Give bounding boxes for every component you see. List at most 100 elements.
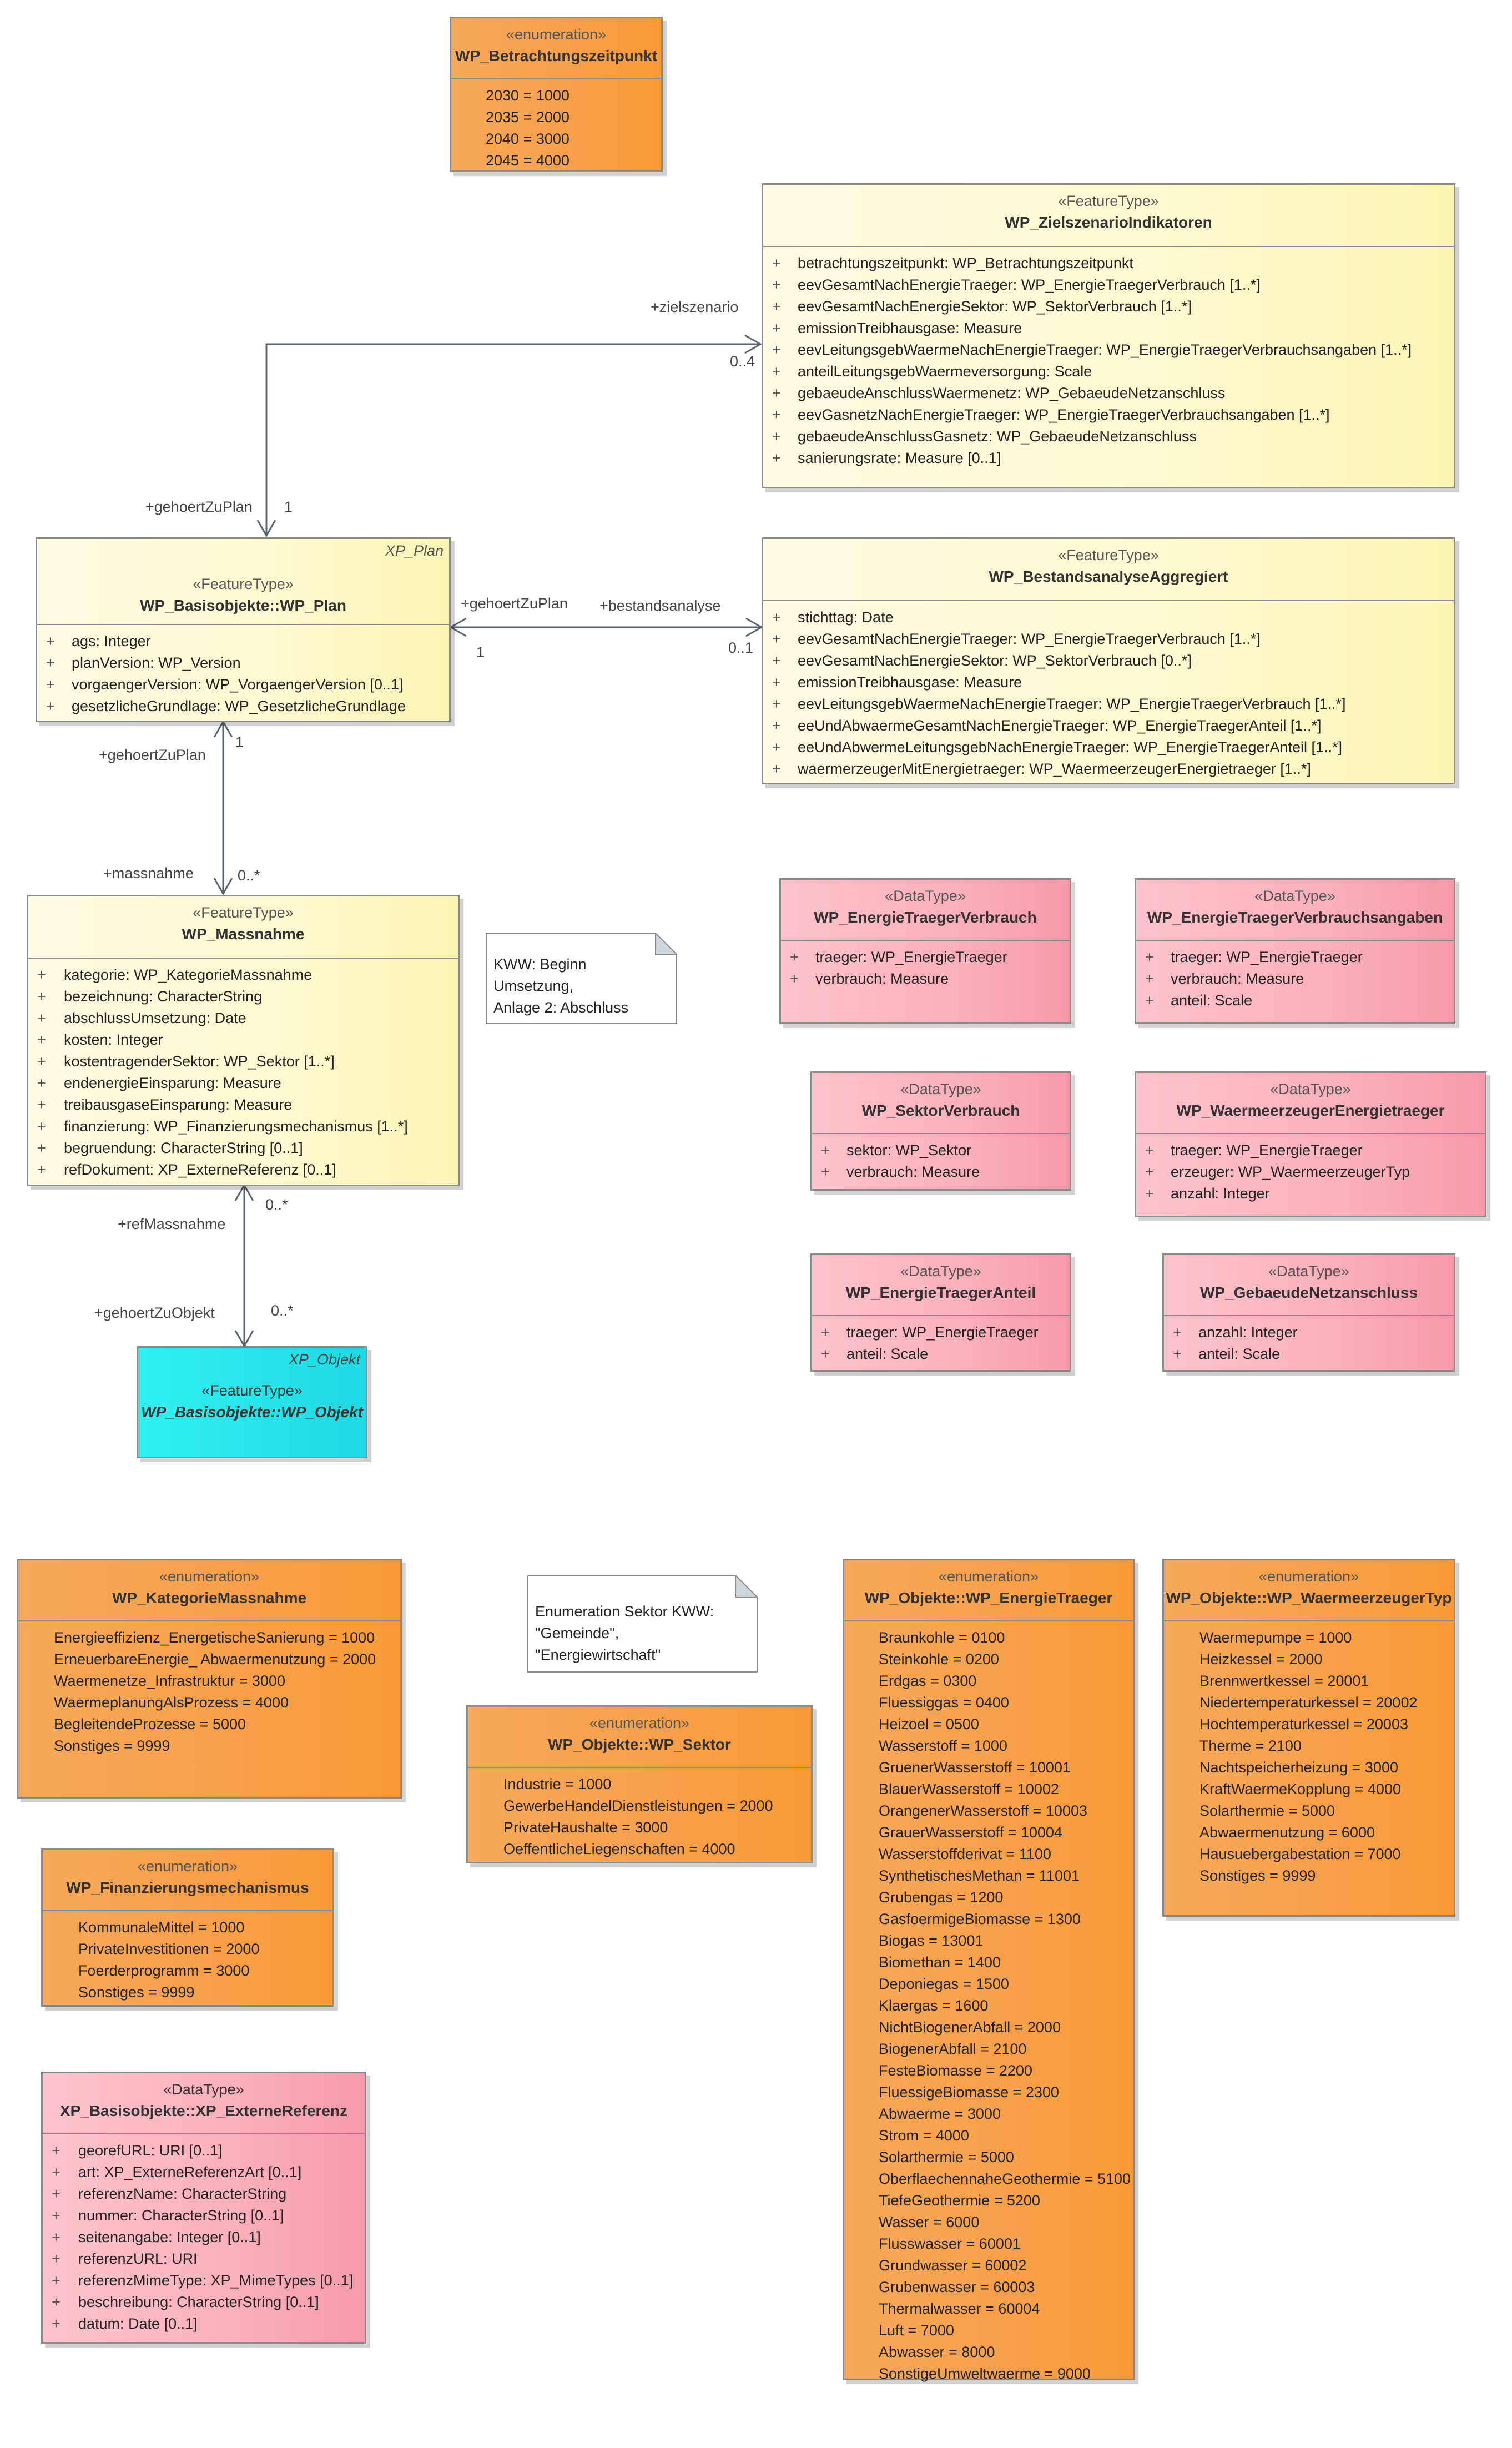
- class-header: «FeatureType» WP_Basisobjekte::WP_Plan: [37, 539, 449, 625]
- enum-literal: OeffentlicheLiegenschaften = 4000: [503, 1841, 735, 1857]
- attribute-row: +anteil: Scale: [1145, 992, 1253, 1009]
- enum-literal: Heizkessel = 2000: [1199, 1651, 1323, 1668]
- stereotype: «DataType»: [885, 888, 966, 904]
- class-header: «DataType» XP_Basisobjekte::XP_ExterneRe…: [43, 2073, 365, 2134]
- note-kww[interactable]: KWW: Beginn Umsetzung, Anlage 2: Abschlu…: [486, 933, 677, 1024]
- mult-objekt: 0..*: [271, 1302, 294, 1319]
- enum-literal: Biogas = 13001: [879, 1932, 984, 1949]
- attribute-row: +sanierungsrate: Measure [0..1]: [772, 450, 1001, 466]
- attribute-row: +datum: Date [0..1]: [52, 2315, 198, 2332]
- enum-literal: Wasser = 6000: [879, 2214, 980, 2230]
- enum-literal: Grubengas = 1200: [879, 1889, 1004, 1906]
- class-energietraeger-verbrauch[interactable]: «DataType» WP_EnergieTraegerVerbrauch +t…: [779, 878, 1071, 1024]
- class-header: «DataType» WP_WaermeerzeugerEnergietraeg…: [1136, 1073, 1485, 1134]
- class-header: «enumeration» WP_Objekte::WP_EnergieTrae…: [844, 1560, 1133, 1621]
- enum-literal: Waermenetze_Infrastruktur = 3000: [54, 1673, 285, 1689]
- enum-literal: Hausuebergabestation = 7000: [1199, 1846, 1401, 1862]
- attribute-row: +verbrauch: Measure: [790, 970, 949, 987]
- enum-literal: Steinkohle = 0200: [879, 1651, 999, 1668]
- attribute-row: +traeger: WP_EnergieTraeger: [1145, 1142, 1363, 1158]
- stereotype: «DataType»: [1254, 888, 1335, 904]
- stereotype: «FeatureType»: [1058, 193, 1159, 209]
- enum-literal: Abwaerme = 3000: [879, 2106, 1001, 2122]
- note-line: Anlage 2: Abschluss: [493, 999, 629, 1016]
- attribute-row: +kostentragenderSektor: WP_Sektor [1..*]: [37, 1053, 335, 1070]
- enum-literal: PrivateHaushalte = 3000: [503, 1819, 668, 1836]
- attribute-row: +vorgaengerVersion: WP_VorgaengerVersion…: [46, 676, 404, 693]
- enum-literal: OrangenerWasserstoff = 10003: [879, 1802, 1087, 1819]
- enum-literal: FesteBiomasse = 2200: [879, 2062, 1032, 2079]
- package-label: XP_Objekt: [288, 1351, 360, 1368]
- stereotype: «enumeration»: [1258, 1568, 1359, 1585]
- class-wp-massnahme[interactable]: «FeatureType» WP_Massnahme +kategorie: W…: [27, 895, 460, 1186]
- enum-literal: TiefeGeothermie = 5200: [879, 2192, 1040, 2209]
- enum-literal: SynthetischesMethan = 11001: [879, 1867, 1080, 1884]
- class-header: «FeatureType» WP_BestandsanalyseAggregie…: [763, 539, 1454, 601]
- enum-literal: Abwasser = 8000: [879, 2344, 995, 2360]
- stereotype: «DataType»: [1268, 1263, 1349, 1280]
- enum-literal: 2030 = 1000: [486, 87, 569, 104]
- class-header: «enumeration» WP_KategorieMassnahme: [18, 1560, 400, 1621]
- class-name: WP_Objekte::WP_WaermeerzeugerTyp: [1166, 1589, 1452, 1606]
- class-name: WP_Basisobjekte::WP_Objekt: [141, 1403, 363, 1421]
- role-massnahme: +massnahme: [103, 865, 194, 882]
- attribute-row: +begruendung: CharacterString [0..1]: [37, 1140, 303, 1156]
- note-line: KWW: Beginn Umsetzung,: [493, 956, 587, 994]
- attribute-row: +eevGesamtNachEnergieTraeger: WP_Energie…: [772, 631, 1261, 647]
- class-betrachtungszeitpunkt[interactable]: «enumeration» WP_Betrachtungszeitpunkt 2…: [450, 17, 663, 172]
- class-header: «DataType» WP_EnergieTraegerAnteil: [812, 1255, 1070, 1316]
- mult-massnahme: 0..*: [238, 867, 260, 884]
- class-xp-externe-referenz[interactable]: «DataType» XP_Basisobjekte::XP_ExterneRe…: [41, 2072, 366, 2344]
- attribute-row: +eeUndAbwermeLeitungsgebNachEnergieTraeg…: [772, 739, 1343, 755]
- class-gebaeude-netzanschluss[interactable]: «DataType» WP_GebaeudeNetzanschluss +anz…: [1162, 1253, 1455, 1372]
- class-waermeerzeuger-typ[interactable]: «enumeration» WP_Objekte::WP_Waermeerzeu…: [1162, 1559, 1455, 1917]
- enum-literal: Heizoel = 0500: [879, 1716, 979, 1732]
- class-header: «enumeration» WP_Betrachtungszeitpunkt: [451, 18, 661, 79]
- attribute-row: +eevGesamtNachEnergieSektor: WP_SektorVe…: [772, 652, 1192, 669]
- class-wp-plan[interactable]: XP_Plan «FeatureType» WP_Basisobjekte::W…: [36, 537, 451, 722]
- mult-plan-top: 1: [284, 498, 293, 515]
- attribute-row: +beschreibung: CharacterString [0..1]: [52, 2294, 319, 2310]
- class-name: WP_EnergieTraegerVerbrauch: [814, 909, 1037, 926]
- class-sektor-verbrauch[interactable]: «DataType» WP_SektorVerbrauch +sektor: W…: [810, 1071, 1071, 1191]
- mult-plan-massnahme: 1: [235, 734, 244, 750]
- association-zielszenario: [265, 343, 760, 536]
- enum-literal: GasfoermigeBiomasse = 1300: [879, 1911, 1081, 1927]
- class-zielszenario-indikatoren[interactable]: «FeatureType» WP_ZielszenarioIndikatoren…: [762, 183, 1455, 488]
- class-header: «enumeration» WP_Objekte::WP_Waermeerzeu…: [1164, 1560, 1454, 1621]
- enum-literal: Wasserstoffderivat = 1100: [879, 1846, 1051, 1862]
- class-waermeerzeuger-energietraeger[interactable]: «DataType» WP_WaermeerzeugerEnergietraeg…: [1135, 1071, 1486, 1217]
- enum-literal: Nachtspeicherheizung = 3000: [1199, 1759, 1399, 1776]
- enum-literal: Erdgas = 0300: [879, 1673, 977, 1689]
- class-header: «FeatureType» WP_Basisobjekte::WP_Objekt: [138, 1348, 366, 1423]
- attribute-row: +traeger: WP_EnergieTraeger: [790, 949, 1007, 965]
- attribute-row: +endenergieEinsparung: Measure: [37, 1075, 281, 1091]
- enum-literal: 2035 = 2000: [486, 109, 569, 125]
- class-header: «DataType» WP_SektorVerbrauch: [812, 1073, 1070, 1134]
- class-wp-objekt[interactable]: XP_Objekt «FeatureType» WP_Basisobjekte:…: [137, 1346, 367, 1458]
- enum-literal: KommunaleMittel = 1000: [78, 1919, 245, 1936]
- class-finanzierungsmechanismus[interactable]: «enumeration» WP_Finanzierungsmechanismu…: [41, 1848, 334, 2007]
- enum-literal: Deponiegas = 1500: [879, 1976, 1009, 1992]
- note-sektor[interactable]: Enumeration Sektor KWW: "Gemeinde", "Ene…: [527, 1575, 758, 1673]
- role-bestandsanalyse: +bestandsanalyse: [599, 597, 721, 614]
- class-kategorie-massnahme[interactable]: «enumeration» WP_KategorieMassnahme Ener…: [17, 1559, 402, 1799]
- enum-literal: 2045 = 4000: [486, 152, 569, 169]
- stereotype: «enumeration»: [159, 1568, 260, 1585]
- role-gehoertzuplan-bestand: +gehoertZuPlan: [461, 595, 568, 612]
- enum-literal: Luft = 7000: [879, 2322, 954, 2339]
- class-name: WP_Basisobjekte::WP_Plan: [140, 597, 346, 614]
- enum-literal: Brennwertkessel = 20001: [1199, 1673, 1369, 1689]
- class-name: WP_Objekte::WP_Sektor: [548, 1736, 731, 1753]
- class-energietraeger-anteil[interactable]: «DataType» WP_EnergieTraegerAnteil +trae…: [810, 1253, 1071, 1372]
- attribute-row: +anteil: Scale: [1173, 1346, 1281, 1362]
- attribute-row: +referenzName: CharacterString: [52, 2185, 287, 2202]
- enum-literal: Waermepumpe = 1000: [1199, 1629, 1352, 1646]
- attribute-row: +sektor: WP_Sektor: [821, 1142, 972, 1158]
- class-wp-sektor[interactable]: «enumeration» WP_Objekte::WP_Sektor Indu…: [466, 1705, 813, 1863]
- package-label: XP_Plan: [385, 542, 443, 559]
- class-energietraeger-verbrauchsangaben[interactable]: «DataType» WP_EnergieTraegerVerbrauchsan…: [1135, 878, 1455, 1024]
- class-bestandsanalyse-aggregiert[interactable]: «FeatureType» WP_BestandsanalyseAggregie…: [762, 537, 1455, 784]
- stereotype: «FeatureType»: [1058, 547, 1159, 563]
- class-wp-energietraeger[interactable]: «enumeration» WP_Objekte::WP_EnergieTrae…: [843, 1559, 1135, 2382]
